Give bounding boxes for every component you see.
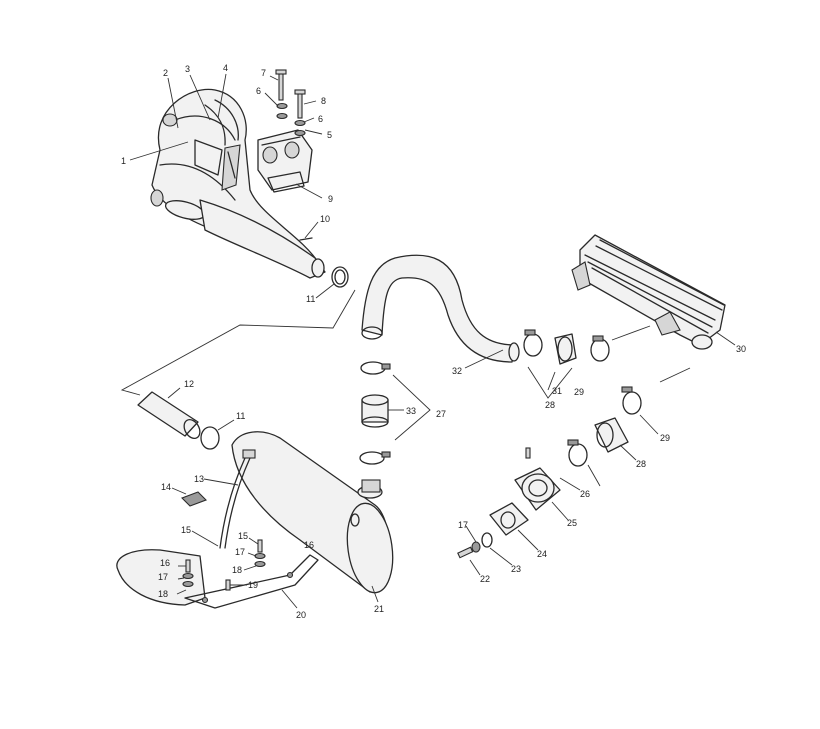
clamp-upper [331,266,349,288]
callout-11a: 11 [306,294,315,304]
exhaust-manifold [257,129,313,193]
water-cooled-manifold [571,234,726,350]
callout-13: 13 [194,474,204,484]
callout-32: 32 [452,366,462,376]
callout-31: 31 [552,386,562,396]
callout-15a: 15 [181,525,191,535]
callout-11b: 11 [236,411,245,421]
pipe-coupler [523,329,610,365]
callout-21: 21 [374,604,384,614]
muffler [231,431,394,594]
callout-3: 3 [185,64,190,74]
callout-27: 27 [436,409,446,419]
muffler-inlet-coupler [359,361,391,465]
callout-5: 5 [327,130,332,140]
outlet-pipe [137,391,220,450]
callout-25: 25 [567,518,577,528]
callout-numbers: 1 2 3 4 5 6 6 7 8 9 10 11 11 12 13 14 15… [121,63,746,620]
callout-26: 26 [580,489,590,499]
callout-12: 12 [184,379,194,389]
callout-leaders [129,73,736,609]
callout-24: 24 [537,549,547,559]
callout-4: 4 [223,63,228,73]
bracket-hardware [182,539,266,591]
s-bend-pipe [361,254,520,363]
callout-29b: 29 [660,433,670,443]
callout-6b: 6 [318,114,323,124]
assembly-path-lines [120,289,691,441]
callout-22: 22 [480,574,490,584]
rubber-pad [181,491,207,507]
callout-19: 19 [248,580,258,590]
callout-7: 7 [261,68,266,78]
callout-9: 9 [328,194,333,204]
expansion-chamber [150,88,321,269]
callout-17c: 17 [458,520,468,530]
callout-29a: 29 [574,387,584,397]
muffler-strap [219,449,256,549]
head-pipe-cone [199,199,326,279]
outlet-housing-assembly [457,386,642,559]
muffler-bracket [116,549,319,609]
callout-16b: 16 [304,540,314,550]
callout-18b: 18 [232,565,242,575]
callout-17b: 17 [235,547,245,557]
callout-18a: 18 [158,589,168,599]
callout-23: 23 [511,564,521,574]
callout-1: 1 [121,156,126,166]
callout-2: 2 [163,68,168,78]
manifold-bolts [275,69,306,137]
callout-8: 8 [321,96,326,106]
callout-30: 30 [736,344,746,354]
callout-20: 20 [296,610,306,620]
callout-14: 14 [161,482,171,492]
callout-17a: 17 [158,572,168,582]
callout-6a: 6 [256,86,261,96]
callout-28b: 28 [636,459,646,469]
callout-16a: 16 [160,558,170,568]
callout-15b: 15 [238,531,248,541]
callout-28a: 28 [545,400,555,410]
callout-10: 10 [320,214,330,224]
callout-33: 33 [406,406,416,416]
